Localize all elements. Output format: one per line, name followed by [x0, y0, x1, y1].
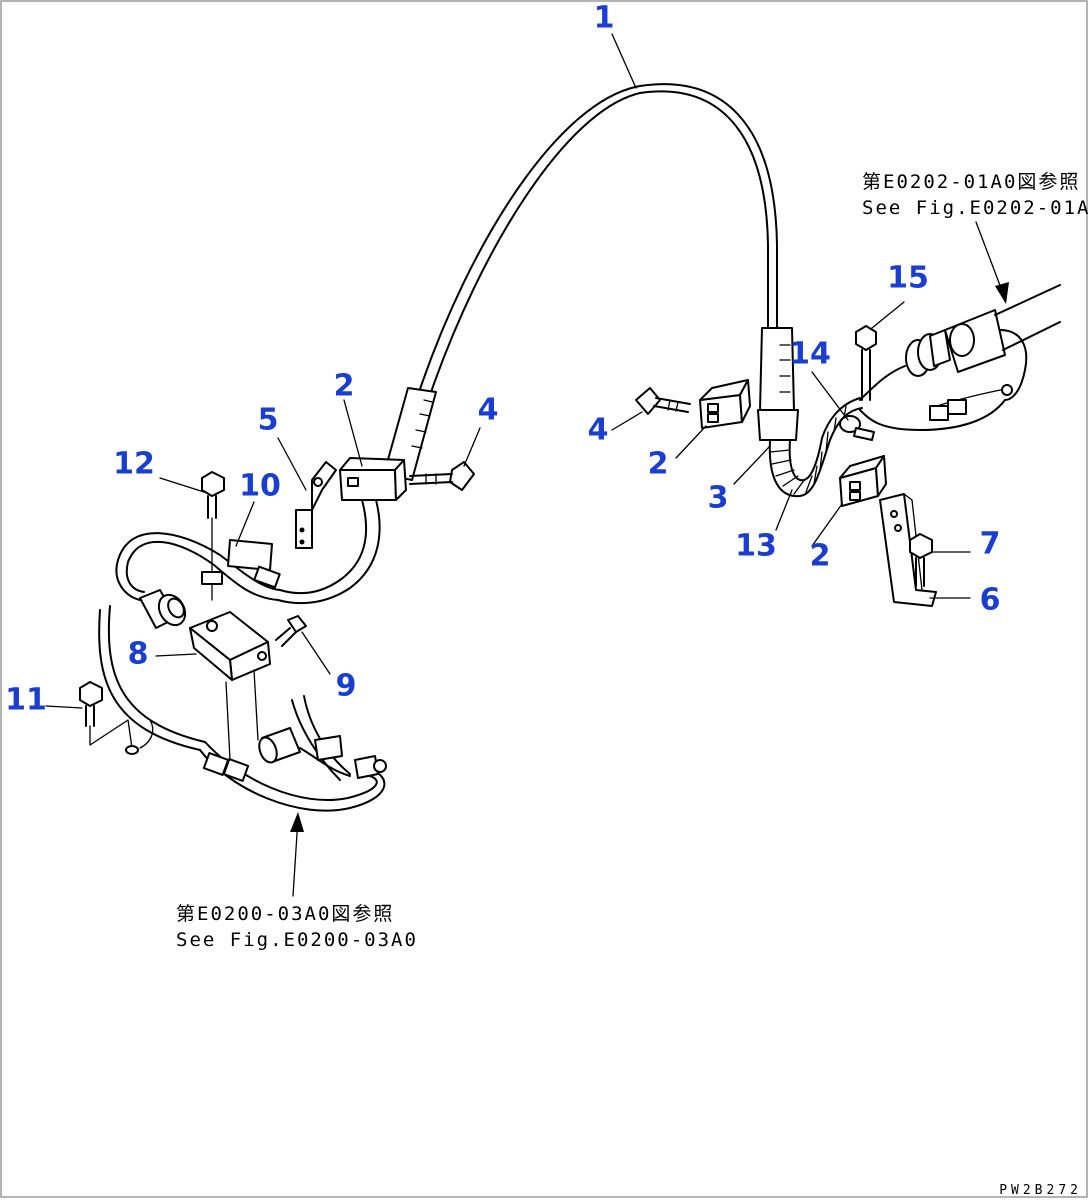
harness-10 — [98, 532, 281, 751]
callout-4-right: 4 — [588, 413, 609, 448]
callout-2-right-upper: 2 — [648, 447, 669, 482]
right-upper-clamp — [699, 379, 751, 429]
callout-9: 9 — [336, 669, 357, 704]
clamp-14 — [839, 415, 875, 441]
note-top-right-en: See Fig.E0202-01A0 — [862, 197, 1090, 219]
callout-8: 8 — [128, 637, 149, 672]
harness-10-tag — [227, 539, 273, 571]
callout-11: 11 — [5, 683, 47, 718]
main-harness-drawing — [383, 83, 1011, 498]
right-connector-group — [905, 284, 1061, 421]
callout-1: 1 — [594, 1, 615, 36]
callout-3: 3 — [708, 481, 729, 516]
callout-10: 10 — [239, 469, 281, 504]
bracket-5 — [295, 461, 337, 549]
callout-2-right-lower: 2 — [810, 539, 831, 574]
callout-labels: 1 2 4 5 12 10 8 9 11 15 14 4 2 3 13 2 7 … — [5, 1, 1000, 718]
left-plug-connector — [139, 589, 187, 629]
callout-14: 14 — [789, 337, 831, 372]
drawing-code: PW2B272 — [999, 1183, 1082, 1198]
bracket-8 — [189, 611, 271, 761]
callout-6: 6 — [980, 583, 1001, 618]
note-bottom-en: See Fig.E0200-03A0 — [176, 929, 418, 951]
bracket-6 — [879, 493, 937, 607]
callout-7: 7 — [980, 527, 1001, 562]
bolt-12 — [201, 471, 225, 601]
left-clamp-2 — [277, 457, 407, 605]
callout-15: 15 — [887, 261, 929, 296]
note-bottom-jp: 第E0200-03A0図参照 — [176, 903, 394, 925]
bolt-4-right — [635, 387, 691, 415]
bolt-11 — [79, 681, 154, 755]
left-sleeve — [383, 387, 437, 481]
right-lower-clamp — [839, 455, 887, 507]
bolt-4-left — [409, 461, 475, 491]
ref-arrow-head-top — [995, 282, 1009, 304]
bolt-7 — [909, 533, 933, 587]
callout-5: 5 — [258, 403, 279, 438]
callout-12: 12 — [113, 447, 155, 482]
note-top-right-jp: 第E0202-01A0図参照 — [862, 171, 1080, 193]
callout-2: 2 — [334, 369, 355, 404]
lower-harness — [199, 695, 387, 812]
callout-13: 13 — [735, 529, 777, 564]
ref-arrow-head-bottom — [290, 812, 304, 832]
bolt-9 — [275, 615, 307, 647]
callout-4: 4 — [478, 393, 499, 428]
inline-connector — [929, 405, 949, 421]
bolt-15 — [855, 325, 877, 401]
